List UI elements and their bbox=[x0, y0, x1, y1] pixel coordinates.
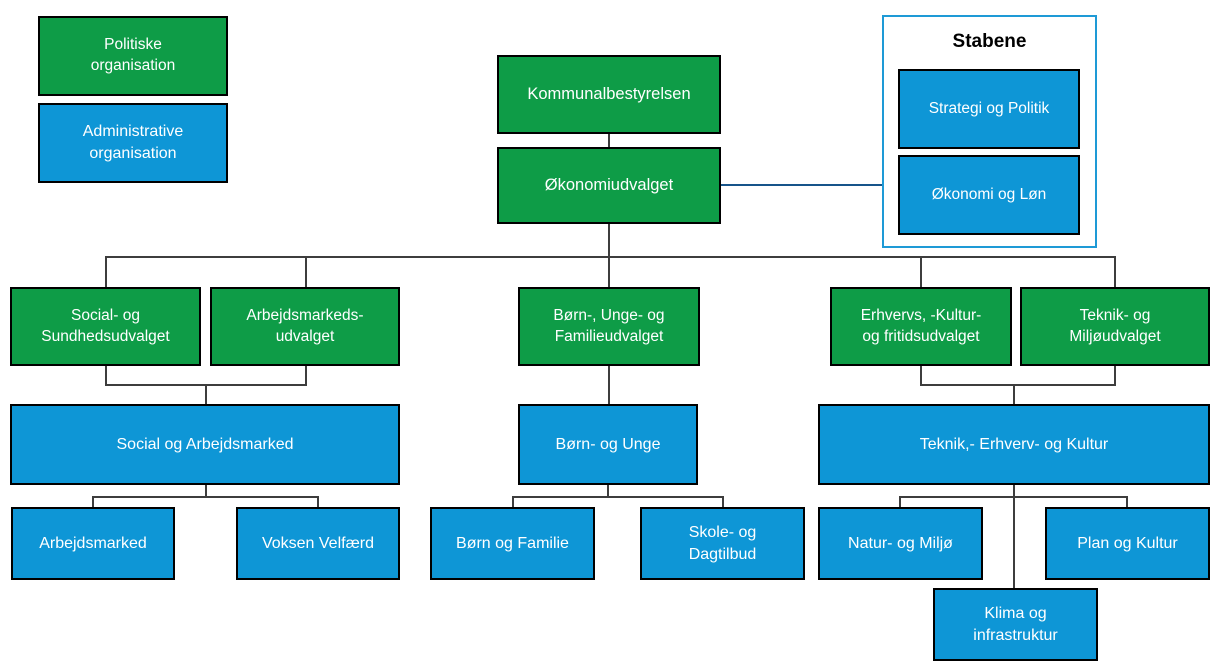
node-voksen-velfaerd: Voksen Velfærd bbox=[236, 507, 400, 580]
node-okonomi-og-lon: Økonomi og Løn bbox=[898, 155, 1080, 235]
connector-drop-born-familie bbox=[512, 496, 514, 507]
connector-drop-skole bbox=[722, 496, 724, 507]
node-okonomiudvalget: Økonomiudvalget bbox=[497, 147, 721, 224]
connector-teknik-split-bus bbox=[899, 496, 1128, 498]
connector-merge-right-a bbox=[920, 366, 922, 386]
connector-okonomi-stabene bbox=[721, 184, 882, 186]
connector-born-split-bus bbox=[512, 496, 724, 498]
connector-merge-right-down bbox=[1013, 384, 1015, 404]
stabene-title: Stabene bbox=[952, 31, 1027, 52]
node-arbejdsmarkedsudvalget: Arbejdsmarkeds- udvalget bbox=[210, 287, 400, 366]
node-natur-og-miljo: Natur- og Miljø bbox=[818, 507, 983, 580]
connector-merge-left-b bbox=[305, 366, 307, 386]
node-born-og-familie: Børn og Familie bbox=[430, 507, 595, 580]
node-plan-og-kultur: Plan og Kultur bbox=[1045, 507, 1210, 580]
node-arbejdsmarked: Arbejdsmarked bbox=[11, 507, 175, 580]
connector-drop-teknik bbox=[1114, 256, 1116, 287]
connector-okonomi-down bbox=[608, 224, 610, 257]
legend-politiske-organisation: Politiske organisation bbox=[38, 16, 228, 96]
node-erhvervs-kultur-og-fritidsudvalget: Erhvervs, -Kultur- og fritidsudvalget bbox=[830, 287, 1012, 366]
connector-committee-bus bbox=[105, 256, 1116, 258]
node-teknik-og-miljoudvalget: Teknik- og Miljøudvalget bbox=[1020, 287, 1210, 366]
connector-born-down bbox=[608, 366, 610, 404]
connector-drop-social bbox=[105, 256, 107, 287]
node-klima-og-infrastruktur: Klima og infrastruktur bbox=[933, 588, 1098, 661]
connector-drop-arbejdsmarked2 bbox=[92, 496, 94, 507]
connector-merge-left-a bbox=[105, 366, 107, 386]
connector-born-split-down bbox=[607, 485, 609, 498]
connector-merge-right-b bbox=[1114, 366, 1116, 386]
connector-social-split-down bbox=[205, 485, 207, 498]
connector-drop-erhvervs bbox=[920, 256, 922, 287]
connector-drop-natur bbox=[899, 496, 901, 507]
connector-merge-right-bus bbox=[920, 384, 1116, 386]
node-social-og-arbejdsmarked: Social og Arbejdsmarked bbox=[10, 404, 400, 485]
node-social-og-sundhedsudvalget: Social- og Sundhedsudvalget bbox=[10, 287, 201, 366]
connector-kommunal-okonomi bbox=[608, 134, 610, 148]
node-born-og-unge: Børn- og Unge bbox=[518, 404, 698, 485]
node-skole-og-dagtilbud: Skole- og Dagtilbud bbox=[640, 507, 805, 580]
node-kommunalbestyrelsen: Kommunalbestyrelsen bbox=[497, 55, 721, 134]
connector-social-split-bus bbox=[92, 496, 319, 498]
connector-drop-arbejdsmarked bbox=[305, 256, 307, 287]
connector-drop-plan bbox=[1126, 496, 1128, 507]
connector-drop-voksen bbox=[317, 496, 319, 507]
connector-drop-born bbox=[608, 256, 610, 287]
node-strategi-og-politik: Strategi og Politik bbox=[898, 69, 1080, 149]
legend-administrative-organisation: Administrative organisation bbox=[38, 103, 228, 183]
connector-merge-left-down bbox=[205, 384, 207, 404]
node-born-unge-og-familieudvalget: Børn-, Unge- og Familieudvalget bbox=[518, 287, 700, 366]
node-teknik-erhverv-og-kultur: Teknik,- Erhverv- og Kultur bbox=[818, 404, 1210, 485]
connector-teknik-split-down-klima bbox=[1013, 485, 1015, 588]
